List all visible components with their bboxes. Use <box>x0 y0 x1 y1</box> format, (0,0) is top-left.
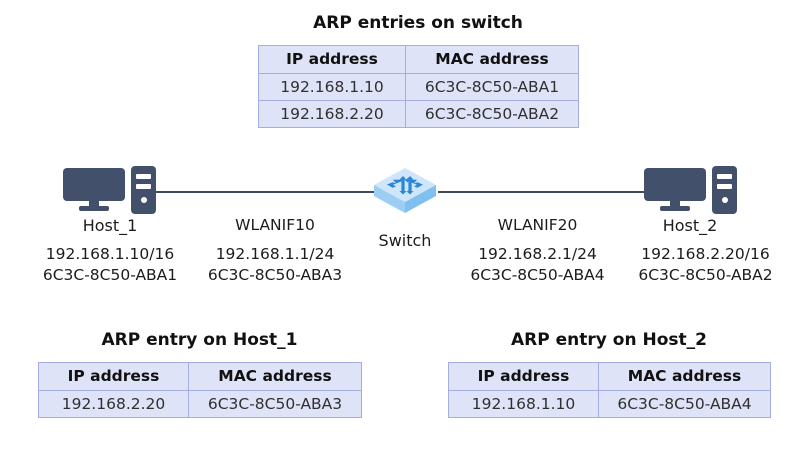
host2-ip: 192.168.2.20/16 <box>641 245 770 263</box>
monitor-base <box>660 206 690 211</box>
table-row: 192.168.2.20 6C3C-8C50-ABA2 <box>258 100 579 128</box>
wlanif20-ip: 192.168.2.1/24 <box>478 245 597 263</box>
host1-mac: 6C3C-8C50-ABA1 <box>42 266 178 284</box>
monitor-neck <box>89 201 99 206</box>
column-header-mac: MAC address <box>598 362 771 391</box>
tower-power-dot <box>141 197 147 203</box>
desktop-computer-icon <box>63 166 156 218</box>
arp-host2-title: ARP entry on Host_2 <box>511 330 707 350</box>
table-header-row: IP address MAC address <box>38 362 362 391</box>
tower-icon <box>131 166 156 214</box>
desktop-computer-icon <box>644 166 737 218</box>
wlanif20-mac: 6C3C-8C50-ABA4 <box>470 266 605 284</box>
interface-label-wlanif10: WLANIF10 <box>235 216 315 234</box>
monitor-icon <box>63 168 125 211</box>
arp-switch-table: IP address MAC address 192.168.1.10 6C3C… <box>258 45 579 128</box>
table-row: 192.168.2.20 6C3C-8C50-ABA3 <box>38 390 362 418</box>
host1-ip: 192.168.1.10/16 <box>45 245 175 263</box>
link-switch-host2 <box>438 191 668 193</box>
monitor-screen <box>63 168 125 201</box>
cell-ip: 192.168.1.10 <box>258 73 406 101</box>
monitor-base <box>79 206 109 211</box>
cell-ip: 192.168.1.10 <box>448 390 599 418</box>
host2-mac: 6C3C-8C50-ABA2 <box>638 266 773 284</box>
tower-icon <box>712 166 737 214</box>
monitor-neck <box>670 201 680 206</box>
arp-host2-table: IP address MAC address 192.168.1.10 6C3C… <box>448 362 771 418</box>
table-row: 192.168.1.10 6C3C-8C50-ABA4 <box>448 390 771 418</box>
column-header-ip: IP address <box>448 362 599 391</box>
cell-mac: 6C3C-8C50-ABA2 <box>405 100 579 128</box>
table-header-row: IP address MAC address <box>258 45 579 74</box>
column-header-ip: IP address <box>38 362 189 391</box>
tower-bay-1 <box>717 174 732 179</box>
wlanif10-ip: 192.168.1.1/24 <box>215 245 335 263</box>
tower-power-dot <box>722 197 728 203</box>
monitor-screen <box>644 168 706 201</box>
column-header-mac: MAC address <box>188 362 362 391</box>
tower-bay-2 <box>717 184 732 189</box>
node-label-host1: Host_1 <box>82 216 138 235</box>
monitor-icon <box>644 168 706 211</box>
column-header-ip: IP address <box>258 45 406 74</box>
wlanif10-mac: 6C3C-8C50-ABA3 <box>207 266 343 284</box>
table-row: 192.168.1.10 6C3C-8C50-ABA1 <box>258 73 579 101</box>
tower-bay-1 <box>136 174 151 179</box>
address-block-wlanif20: 192.168.2.1/24 6C3C-8C50-ABA4 <box>455 244 620 286</box>
arp-switch-title: ARP entries on switch <box>313 13 523 33</box>
link-host1-switch <box>143 191 375 193</box>
cell-ip: 192.168.2.20 <box>38 390 189 418</box>
interface-label-wlanif20: WLANIF20 <box>497 216 578 234</box>
arp-host1-title: ARP entry on Host_1 <box>101 330 298 350</box>
cell-mac: 6C3C-8C50-ABA3 <box>188 390 362 418</box>
arp-host1-table: IP address MAC address 192.168.2.20 6C3C… <box>38 362 362 418</box>
table-header-row: IP address MAC address <box>448 362 771 391</box>
address-block-wlanif10: 192.168.1.1/24 6C3C-8C50-ABA3 <box>195 244 355 286</box>
node-label-switch: Switch <box>378 231 432 250</box>
cell-mac: 6C3C-8C50-ABA4 <box>598 390 771 418</box>
switch-icon <box>372 165 438 217</box>
tower-bay-2 <box>136 184 151 189</box>
address-block-host2: 192.168.2.20/16 6C3C-8C50-ABA2 <box>618 244 793 286</box>
cell-mac: 6C3C-8C50-ABA1 <box>405 73 579 101</box>
address-block-host1: 192.168.1.10/16 6C3C-8C50-ABA1 <box>25 244 195 286</box>
node-label-host2: Host_2 <box>662 216 718 235</box>
cell-ip: 192.168.2.20 <box>258 100 406 128</box>
column-header-mac: MAC address <box>405 45 579 74</box>
